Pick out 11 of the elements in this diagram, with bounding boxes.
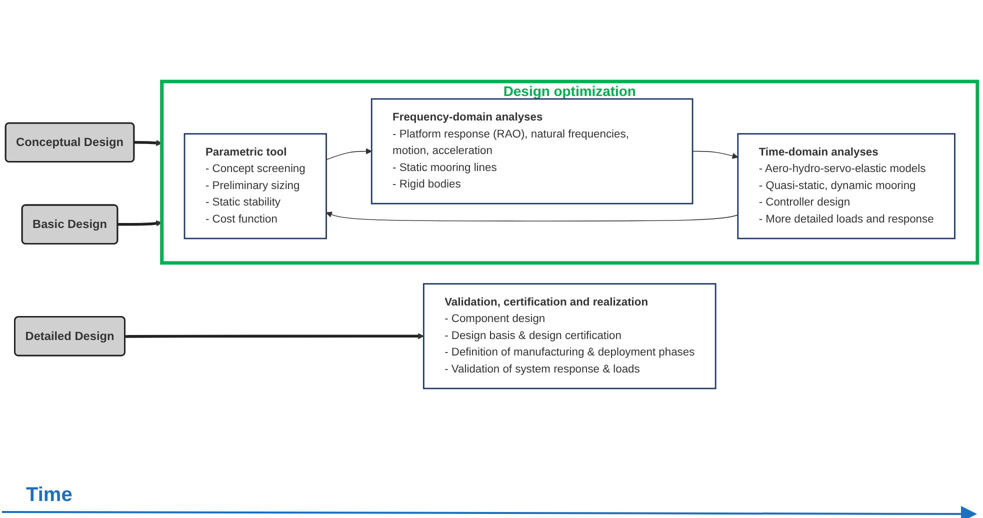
arrow <box>326 148 372 160</box>
node-box: Validation, certification and realization - Component design - Design basis & design certification - Definition of manufacturing & deployment phases - Validation of system response & loads <box>422 283 716 390</box>
arrow <box>117 220 162 226</box>
axis-label: Time <box>26 484 72 507</box>
node-box: Time-domain analyses - Aero-hydro-servo-elastic models - Quasi-static, dynamic mooring - Controller design - More detailed loads and response <box>737 133 956 240</box>
arrow <box>692 150 738 159</box>
arrow <box>134 140 162 146</box>
arrow <box>326 212 738 222</box>
node-box: Frequency-domain analyses - Platform response (RAO), natural frequencies, motion, acceleration - Static mooring lines - Rigid bodies <box>370 98 694 204</box>
arrow <box>125 333 424 340</box>
node-box: Parametric tool - Concept screening - Preliminary sizing - Static stability - Cost function <box>184 133 327 240</box>
